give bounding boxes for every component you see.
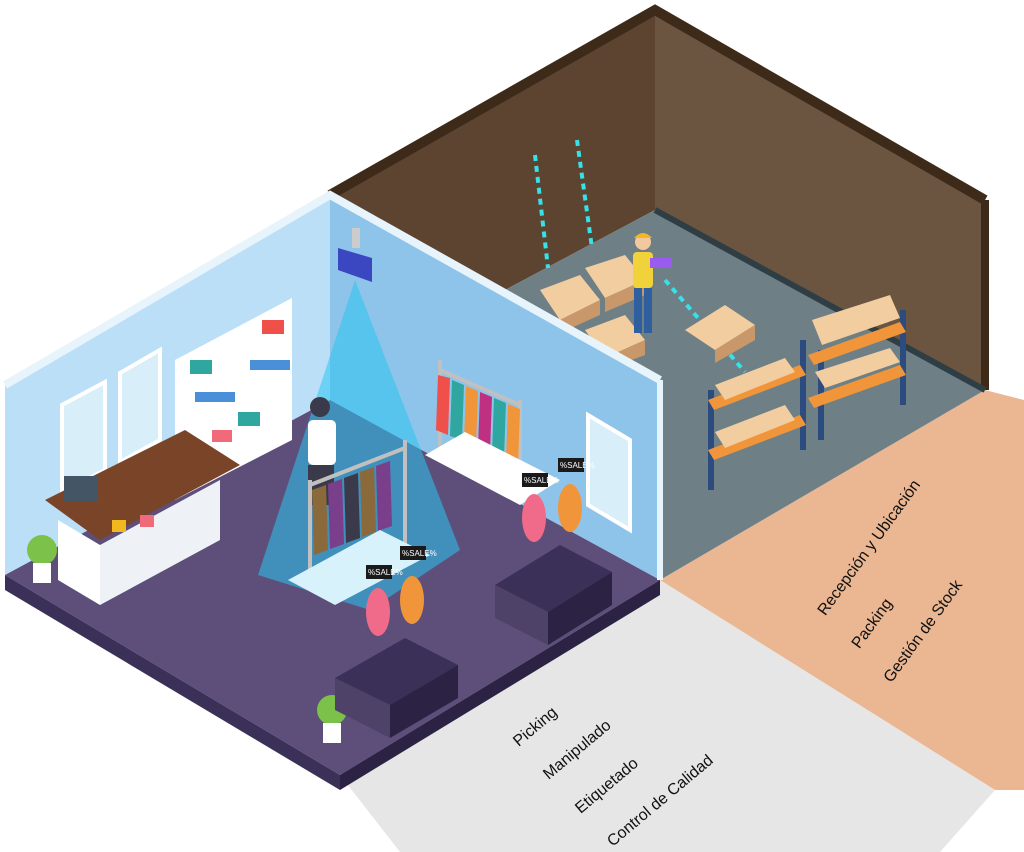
clothing-rack-front xyxy=(288,440,430,605)
mannequin-pedestal-left xyxy=(335,576,458,738)
reception-counter xyxy=(45,430,240,605)
sale-tag-text: %SALE% xyxy=(524,476,559,485)
store-floor-edge-right xyxy=(340,580,660,790)
sale-tag-text: %SALE% xyxy=(402,549,437,558)
rfid-reader xyxy=(338,228,372,282)
store-windows xyxy=(60,346,632,534)
sale-tags: %SALE% %SALE% %SALE% %SALE% xyxy=(366,458,595,579)
warehouse-zone-floor xyxy=(660,390,1024,790)
warehouse-shelf-2 xyxy=(808,295,906,440)
plant-left xyxy=(27,535,57,583)
warehouse-worker xyxy=(633,233,672,333)
store-right-wall xyxy=(330,195,660,580)
warehouse-shelf-1 xyxy=(708,340,806,490)
warehouse-wall-edge xyxy=(327,4,988,205)
warehouse-right-wall xyxy=(655,10,985,390)
store-zone-floor xyxy=(340,580,995,852)
sale-tag-text: %SALE% xyxy=(368,568,403,577)
mannequin-pedestal-right xyxy=(495,484,612,645)
store-floor-edge-left xyxy=(5,575,340,790)
sale-tag-text: %SALE% xyxy=(560,461,595,470)
warehouse-back-wall xyxy=(330,10,655,290)
